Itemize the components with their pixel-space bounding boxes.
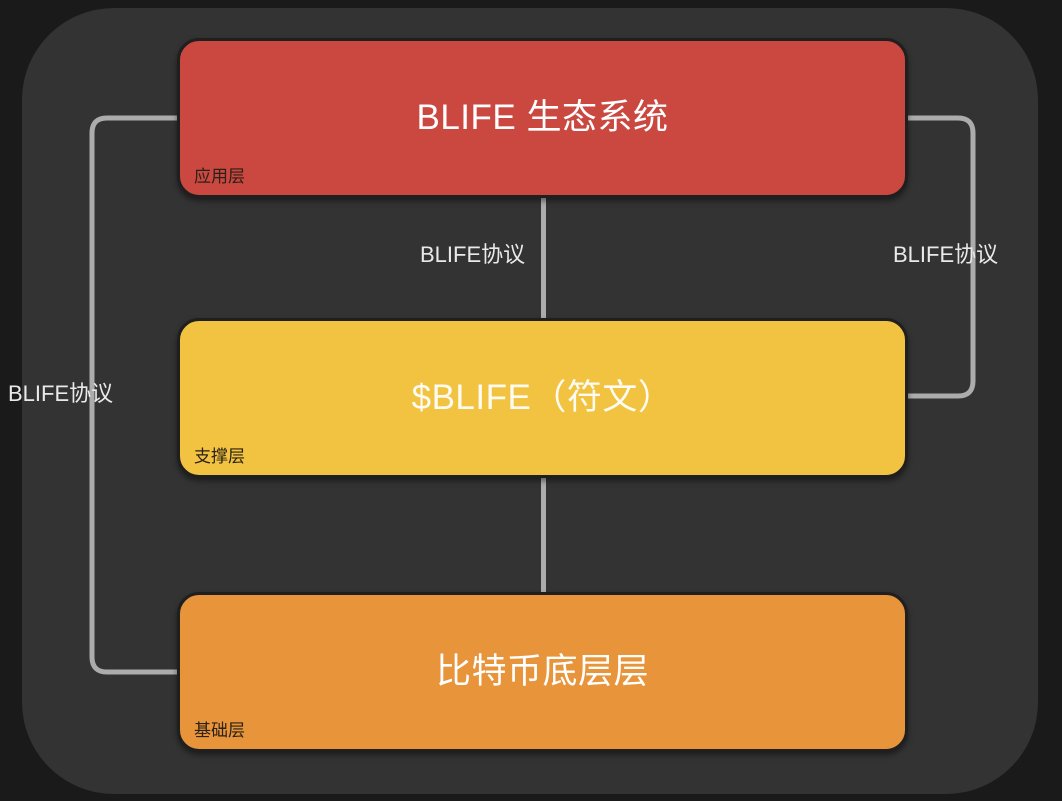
layer-box-application[interactable]: BLIFE 生态系统 应用层: [177, 38, 908, 198]
layer-tag-application: 应用层: [194, 166, 245, 186]
edge-label-left: BLIFE协议: [8, 381, 114, 406]
layer-title-support: $BLIFE（符文）: [411, 377, 674, 417]
layer-box-support[interactable]: $BLIFE（符文） 支撑层: [177, 318, 908, 478]
layer-title-application: BLIFE 生态系统: [416, 97, 669, 137]
edge-label-center: BLIFE协议: [420, 242, 526, 267]
edge-label-right: BLIFE协议: [893, 242, 999, 267]
layer-tag-foundation: 基础层: [194, 720, 245, 740]
layer-tag-support: 支撑层: [194, 446, 245, 466]
layer-box-foundation[interactable]: 比特币底层层 基础层: [177, 592, 908, 752]
layer-title-foundation: 比特币底层层: [435, 651, 649, 691]
